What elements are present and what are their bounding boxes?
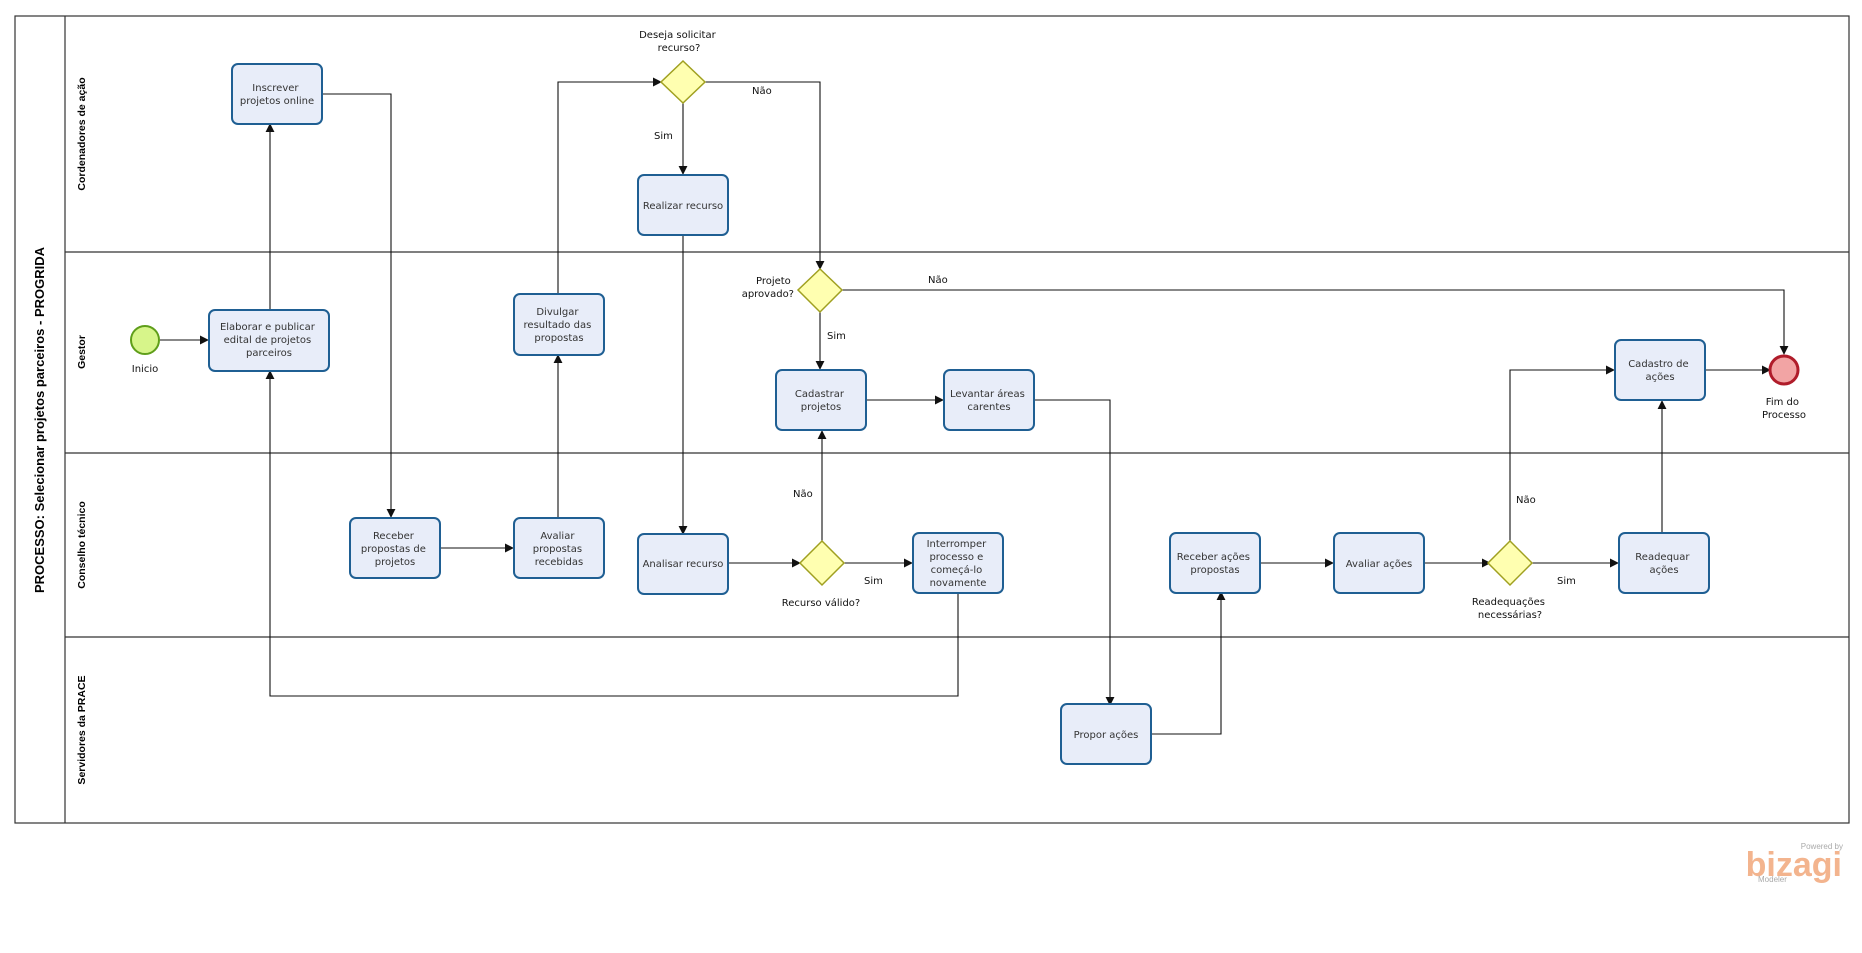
task-receber-acoes: Receber ações propostas bbox=[1169, 532, 1261, 594]
pool-title: PROCESSO: Selecionar projetos parceiros … bbox=[32, 246, 47, 593]
label-readequacoes-nao: Não bbox=[1516, 495, 1536, 506]
task-analisar-recurso: Analisar recurso bbox=[637, 533, 729, 595]
end-event: Fim do Processo bbox=[1762, 354, 1806, 421]
task-label: Cadastro de ações bbox=[1628, 359, 1692, 383]
label-valido-sim: Sim bbox=[864, 576, 883, 587]
bizagi-logo: Powered by bizagi Modeler bbox=[1746, 842, 1843, 884]
task-label: Divulgar resultado das propostas bbox=[524, 307, 595, 344]
task-label: Analisar recurso bbox=[643, 559, 724, 570]
task-label: Inscrever projetos online bbox=[240, 83, 314, 107]
task-label: Interromper processo e começá-lo novamen… bbox=[927, 539, 990, 589]
pool: PROCESSO: Selecionar projetos parceiros … bbox=[14, 15, 1850, 824]
end-event-label: Fim do Processo bbox=[1762, 397, 1806, 421]
label-readequacoes-sim: Sim bbox=[1557, 576, 1576, 587]
flow-divulgar-deseja bbox=[557, 77, 662, 294]
task-label: Avaliar ações bbox=[1346, 559, 1412, 570]
task-label: Avaliar propostas recebidas bbox=[533, 531, 585, 568]
label-deseja-nao: Não bbox=[752, 86, 772, 97]
task-avaliar-propostas: Avaliar propostas recebidas bbox=[513, 517, 605, 579]
label-aprovado-nao: Não bbox=[928, 275, 948, 286]
task-cadastrar: Cadastrar projetos bbox=[775, 369, 867, 431]
lane-title-gestor: Gestor bbox=[76, 335, 88, 369]
lane-title-servidores: Servidores da PRACE bbox=[76, 675, 88, 784]
label-aprovado-sim: Sim bbox=[827, 331, 846, 342]
task-label: Realizar recurso bbox=[643, 201, 723, 212]
gateway-projeto-aprovado: Projeto aprovado? bbox=[742, 267, 844, 314]
task-interromper: Interromper processo e começá-lo novamen… bbox=[912, 532, 1004, 594]
task-realizar-recurso: Realizar recurso bbox=[637, 174, 729, 236]
task-avaliar-acoes: Avaliar ações bbox=[1333, 532, 1425, 594]
task-label: Cadastrar projetos bbox=[795, 389, 847, 413]
task-cadastro-acoes: Cadastro de ações bbox=[1614, 339, 1706, 401]
logo-powered: Powered by bbox=[1801, 842, 1843, 851]
task-label: Readequar ações bbox=[1635, 552, 1692, 576]
task-levantar: Levantar áreas carentes bbox=[943, 369, 1035, 431]
gateway-label: Projeto aprovado? bbox=[742, 276, 794, 300]
task-receber-propostas: Receber propostas de projetos bbox=[349, 517, 441, 579]
flow-labels: Sim Não Sim Não Não Sim Não Sim bbox=[654, 86, 1576, 587]
task-label: Elaborar e publicar edital de projetos p… bbox=[220, 322, 318, 359]
flow-inscrever-receber bbox=[322, 93, 396, 518]
task-propor-acoes: Propor ações bbox=[1060, 703, 1152, 765]
start-event: Inicio bbox=[130, 325, 160, 375]
task-label: Propor ações bbox=[1074, 730, 1139, 741]
flow-propor-receber-acoes bbox=[1151, 591, 1226, 735]
task-divulgar: Divulgar resultado das propostas bbox=[513, 293, 605, 356]
task-readequar: Readequar ações bbox=[1618, 532, 1710, 594]
flow-interromper-elaborar bbox=[265, 370, 959, 697]
lane-title-cordenadores: Cordenadores de ação bbox=[76, 77, 88, 190]
start-event-label: Inicio bbox=[132, 364, 158, 375]
logo-brand: bizagi bbox=[1746, 846, 1842, 884]
lane-title-conselho: Conselho técnico bbox=[76, 501, 88, 589]
task-label: Receber propostas de projetos bbox=[361, 531, 429, 568]
task-label: Receber ações propostas bbox=[1177, 552, 1253, 576]
logo-product: Modeler bbox=[1758, 875, 1787, 884]
flow-levantar-propor bbox=[1035, 399, 1115, 706]
gateway-readequacoes: Readequações necessárias? bbox=[1472, 539, 1548, 621]
task-label: Levantar áreas carentes bbox=[950, 388, 1028, 413]
label-deseja-sim: Sim bbox=[654, 131, 673, 142]
gateway-label: Deseja solicitar recurso? bbox=[639, 30, 719, 54]
sequence-flows bbox=[160, 77, 1789, 735]
gateway-label: Readequações necessárias? bbox=[1472, 597, 1548, 621]
gateway-label: Recurso válido? bbox=[782, 597, 860, 609]
label-valido-nao: Não bbox=[793, 489, 813, 500]
flow-deseja-nao bbox=[705, 81, 825, 270]
flow-aprovado-nao bbox=[842, 289, 1789, 355]
task-inscrever: Inscrever projetos online bbox=[231, 63, 323, 125]
gateway-deseja-recurso: Deseja solicitar recurso? bbox=[639, 30, 719, 105]
task-elaborar: Elaborar e publicar edital de projetos p… bbox=[208, 309, 330, 372]
gateway-recurso-valido: Recurso válido? bbox=[782, 539, 860, 609]
flow-readequacoes-nao bbox=[1509, 365, 1615, 541]
